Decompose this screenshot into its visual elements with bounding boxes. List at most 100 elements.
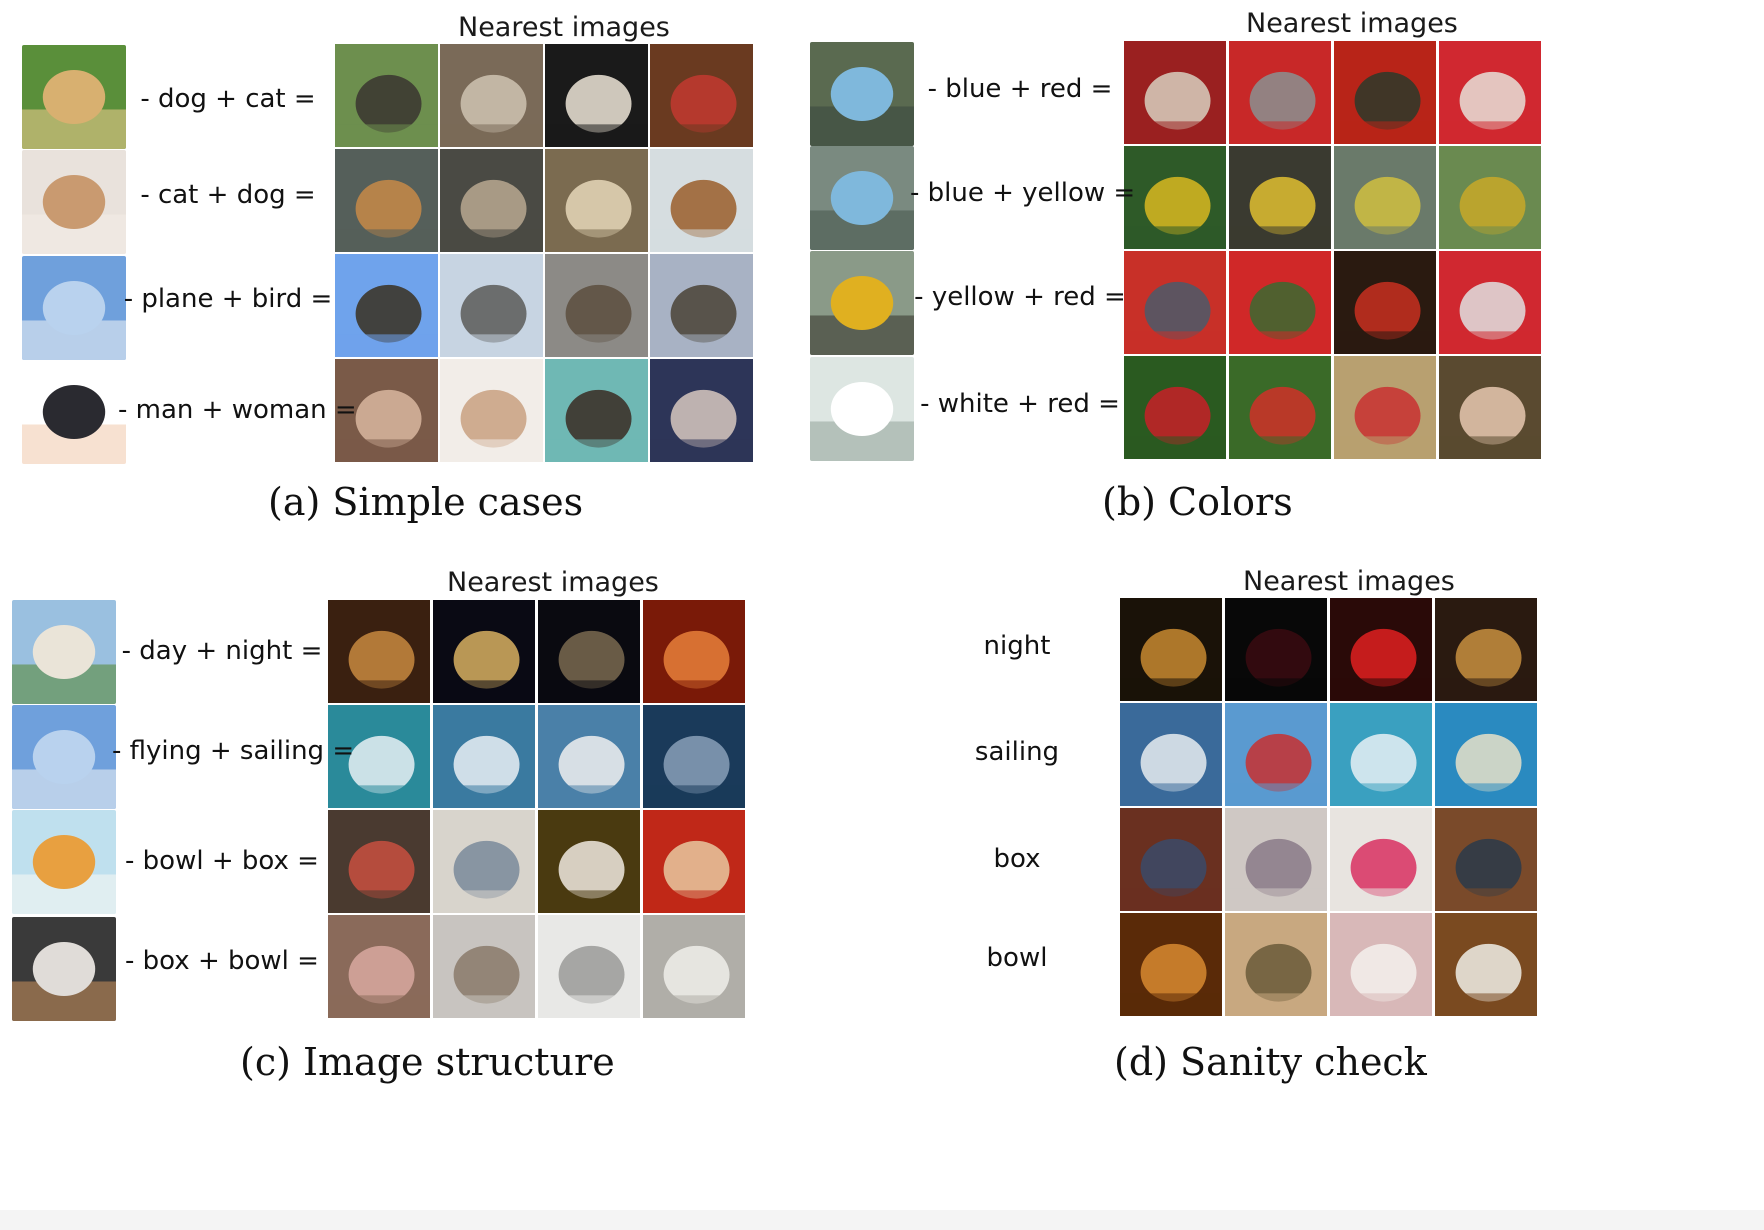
panel-d-results-grid	[1120, 598, 1538, 1016]
panel-d-nearest-image-r4-c3	[1330, 913, 1432, 1016]
page-footer-strip	[0, 1210, 1764, 1230]
panel-c-nearest-image-r4-c1	[328, 915, 430, 1018]
panel-c-expression-4: - box + bowl =	[125, 946, 319, 976]
panel-d-nearest-image-r3-c4	[1435, 808, 1537, 911]
panel-b-expression-4: - white + red =	[920, 389, 1120, 419]
panel-c-nearest-image-r3-c1	[328, 810, 430, 913]
panel-a-nearest-image-r4-c4	[650, 359, 753, 462]
panel-a-query-image-4	[22, 360, 126, 464]
panel-a-nearest-image-r2-c1	[335, 149, 438, 252]
panel-d-nearest-image-r3-c2	[1225, 808, 1327, 911]
panel-b-header: Nearest images	[1246, 8, 1458, 39]
panel-d-nearest-image-r3-c1	[1120, 808, 1222, 911]
panel-b-nearest-image-r1-c1	[1124, 41, 1226, 144]
panel-d-nearest-image-r4-c1	[1120, 913, 1222, 1016]
panel-a-nearest-image-r1-c2	[440, 44, 543, 147]
panel-b-nearest-image-r1-c4	[1439, 41, 1541, 144]
panel-a-nearest-image-r4-c3	[545, 359, 648, 462]
panel-c-query-image-3	[12, 810, 116, 914]
panel-b-query-image-1	[810, 42, 914, 146]
panel-d-expression-1: night	[983, 631, 1051, 661]
panel-d-nearest-image-r1-c1	[1120, 598, 1222, 701]
panel-a-expression-3: - plane + bird =	[123, 284, 333, 314]
panel-c-nearest-image-r2-c4	[643, 705, 745, 808]
panel-b-nearest-image-r3-c1	[1124, 251, 1226, 354]
panel-a-expression-1: - dog + cat =	[140, 84, 316, 114]
panel-d-expression-4: bowl	[986, 943, 1048, 973]
panel-a-nearest-image-r1-c3	[545, 44, 648, 147]
panel-c-header: Nearest images	[447, 567, 659, 598]
panel-b-query-image-4	[810, 357, 914, 461]
panel-d-nearest-image-r4-c2	[1225, 913, 1327, 1016]
panel-a-nearest-image-r4-c1	[335, 359, 438, 462]
panel-a-nearest-image-r3-c3	[545, 254, 648, 357]
panel-b-query-image-2	[810, 146, 914, 250]
panel-a-header: Nearest images	[458, 12, 670, 43]
panel-c-expression-3: - bowl + box =	[125, 846, 319, 876]
panel-b-nearest-image-r4-c4	[1439, 356, 1541, 459]
panel-c-nearest-image-r2-c3	[538, 705, 640, 808]
panel-a-expression-2: - cat + dog =	[140, 180, 316, 210]
panel-a-query-image-1	[22, 45, 126, 149]
panel-c-nearest-image-r4-c3	[538, 915, 640, 1018]
panel-c-nearest-image-r3-c3	[538, 810, 640, 913]
panel-d-nearest-image-r1-c4	[1435, 598, 1537, 701]
panel-a-nearest-image-r2-c3	[545, 149, 648, 252]
panel-b-query-image-3	[810, 251, 914, 355]
panel-a-query-image-2	[22, 150, 126, 254]
panel-d-nearest-image-r3-c3	[1330, 808, 1432, 911]
panel-b-nearest-image-r4-c1	[1124, 356, 1226, 459]
panel-a-nearest-image-r1-c4	[650, 44, 753, 147]
panel-a-nearest-image-r1-c1	[335, 44, 438, 147]
panel-a-nearest-image-r3-c2	[440, 254, 543, 357]
panel-b-expression-2: - blue + yellow =	[910, 178, 1136, 208]
panel-d-expression-2: sailing	[974, 737, 1060, 767]
panel-c-query-image-2	[12, 705, 116, 809]
panel-c-nearest-image-r2-c2	[433, 705, 535, 808]
panel-b-nearest-image-r2-c3	[1334, 146, 1436, 249]
panel-a-caption: (a) Simple cases	[268, 480, 584, 524]
panel-a-nearest-image-r3-c1	[335, 254, 438, 357]
panel-c-expression-1: - day + night =	[121, 636, 323, 666]
panel-a-query-image-3	[22, 256, 126, 360]
panel-d-nearest-image-r2-c4	[1435, 703, 1537, 806]
panel-d-caption: (d) Sanity check	[1114, 1040, 1427, 1084]
panel-c-query-image-4	[12, 917, 116, 1021]
panel-b-nearest-image-r2-c1	[1124, 146, 1226, 249]
panel-c-nearest-image-r2-c1	[328, 705, 430, 808]
panel-c-results-grid	[328, 600, 746, 1018]
panel-b-nearest-image-r2-c2	[1229, 146, 1331, 249]
panel-b-nearest-image-r3-c4	[1439, 251, 1541, 354]
panel-b-expression-1: - blue + red =	[927, 74, 1113, 104]
panel-c-caption: (c) Image structure	[240, 1040, 615, 1084]
panel-b-nearest-image-r4-c2	[1229, 356, 1331, 459]
panel-d-nearest-image-r2-c3	[1330, 703, 1432, 806]
panel-b-nearest-image-r2-c4	[1439, 146, 1541, 249]
panel-c-nearest-image-r4-c4	[643, 915, 745, 1018]
panel-c-nearest-image-r1-c1	[328, 600, 430, 703]
panel-c-nearest-image-r1-c3	[538, 600, 640, 703]
panel-d-nearest-image-r4-c4	[1435, 913, 1537, 1016]
panel-d-expression-3: box	[993, 844, 1041, 874]
panel-d-nearest-image-r2-c2	[1225, 703, 1327, 806]
panel-b-caption: (b) Colors	[1102, 480, 1293, 524]
panel-c-expression-2: - flying + sailing =	[112, 736, 355, 766]
panel-a-results-grid	[335, 44, 753, 462]
panel-c-nearest-image-r1-c4	[643, 600, 745, 703]
panel-a-nearest-image-r2-c2	[440, 149, 543, 252]
panel-b-nearest-image-r3-c3	[1334, 251, 1436, 354]
panel-b-expression-3: - yellow + red =	[914, 282, 1126, 312]
panel-b-nearest-image-r1-c3	[1334, 41, 1436, 144]
panel-b-results-grid	[1124, 41, 1542, 459]
panel-c-query-image-1	[12, 600, 116, 704]
panel-b-nearest-image-r3-c2	[1229, 251, 1331, 354]
panel-a-expression-4: - man + woman =	[118, 395, 357, 425]
panel-d-nearest-image-r1-c3	[1330, 598, 1432, 701]
panel-a-nearest-image-r3-c4	[650, 254, 753, 357]
panel-d-header: Nearest images	[1243, 566, 1455, 597]
panel-c-nearest-image-r1-c2	[433, 600, 535, 703]
panel-c-nearest-image-r3-c2	[433, 810, 535, 913]
panel-b-nearest-image-r1-c2	[1229, 41, 1331, 144]
panel-c-nearest-image-r4-c2	[433, 915, 535, 1018]
panel-a-nearest-image-r4-c2	[440, 359, 543, 462]
